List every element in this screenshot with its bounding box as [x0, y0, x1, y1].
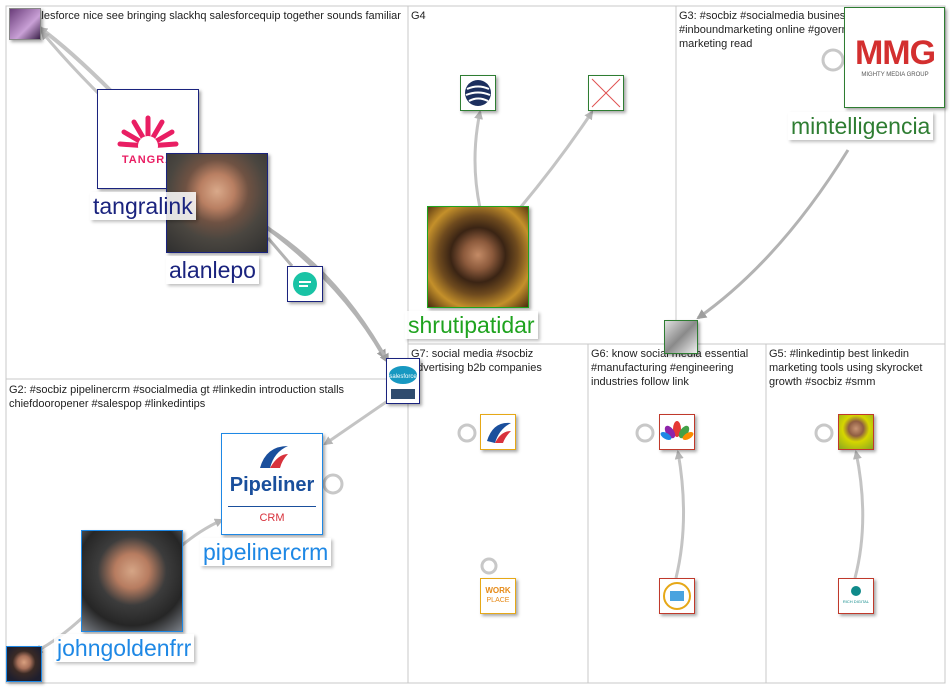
globe-icon — [461, 76, 495, 110]
edge-mintelligencia-to-g3node — [698, 150, 848, 318]
group-box-g6 — [588, 344, 766, 683]
label-pipelinercrm: pipelinercrm — [200, 538, 331, 566]
pipeliner-swoosh-icon — [222, 440, 322, 474]
salesforce-logo-text: salesforce — [389, 374, 417, 380]
pipeliner-divider — [228, 506, 316, 507]
pipeliner-logo-text: Pipeliner — [222, 474, 322, 497]
rich-digital-icon — [839, 579, 873, 599]
self-loop-g5 — [816, 425, 832, 441]
label-mintelligencia: mintelligencia — [788, 112, 933, 140]
avatar-mintelligencia[interactable]: MMG MIGHTY MEDIA GROUP — [844, 7, 945, 108]
avatar-g6-badge[interactable] — [659, 578, 695, 614]
avatar-g5-richdigital[interactable]: RICH DIGITAL — [838, 578, 874, 614]
self-loop-g7-a — [459, 425, 475, 441]
workplace-logo-subtext: PLACE — [481, 597, 515, 604]
label-shrutipatidar: shrutipatidar — [405, 311, 538, 339]
badge-icon — [660, 579, 694, 613]
avatar-g6-flower[interactable] — [659, 414, 695, 450]
avatar-g7-workplace[interactable]: WORK PLACE — [480, 578, 516, 614]
avatar-shrutipatidar[interactable] — [427, 206, 529, 308]
g7-swoosh-icon — [481, 415, 515, 449]
avatar-g3-small[interactable] — [664, 320, 698, 354]
avatar-g1-small[interactable] — [9, 8, 41, 40]
self-loop-g6 — [637, 425, 653, 441]
avatar-chat-logo[interactable] — [287, 266, 323, 302]
mmg-logo-text: MMG — [845, 34, 945, 73]
group-label-g1: G1: salesforce nice see bringing slackhq… — [7, 8, 406, 38]
label-tangralink: tangralink — [90, 192, 196, 220]
avatar-g4-globe[interactable] — [460, 75, 496, 111]
avatar-pipelinercrm[interactable]: Pipeliner CRM — [221, 433, 323, 535]
self-loops — [324, 50, 843, 573]
avatar-g7-logo[interactable] — [480, 414, 516, 450]
edge-alanlepo-to-salesforce — [268, 228, 388, 362]
pipeliner-crm-text: CRM — [222, 512, 322, 524]
broken-image-icon — [589, 76, 623, 110]
edge-g5-node-to-person — [855, 452, 863, 578]
avatar-salesforce[interactable]: salesforce — [386, 358, 420, 404]
avatar-g4-broken-image[interactable] — [588, 75, 624, 111]
salesforce-cloud-icon: salesforce — [387, 359, 419, 403]
workplace-logo-text: WORK — [481, 586, 515, 595]
group-label-g2: G2: #socbiz pipelinercrm #socialmedia gt… — [7, 382, 406, 412]
group-label-g5: G5: #linkedintip best linkedin marketing… — [767, 346, 943, 390]
edge-shrutipatidar-to-g4node-a — [475, 112, 480, 208]
chat-bubble-icon — [288, 267, 322, 301]
label-johngoldenfrr: johngoldenfrr — [54, 634, 194, 662]
group-label-g4: G4 — [409, 8, 428, 24]
edge-g6-node-to-flower — [676, 452, 684, 578]
avatar-johngoldenfrr[interactable] — [81, 530, 183, 632]
label-alanlepo: alanlepo — [166, 256, 259, 284]
edge-shrutipatidar-to-g4node-b — [520, 112, 592, 208]
group-label-g7: G7: social media #socbiz advertising b2b… — [409, 346, 588, 376]
mmg-logo-subtext: MIGHTY MEDIA GROUP — [845, 72, 945, 78]
avatar-g5-person[interactable] — [838, 414, 874, 450]
self-loop-g7-b — [482, 559, 496, 573]
group-box-g5 — [766, 344, 945, 683]
lotus-icon — [660, 415, 694, 449]
group-box-g7 — [408, 344, 588, 683]
self-loop-pipelinercrm — [324, 475, 342, 493]
self-loop-mmg — [823, 50, 843, 70]
rich-digital-text: RICH DIGITAL — [839, 599, 873, 604]
avatar-g2-small[interactable] — [6, 646, 42, 682]
